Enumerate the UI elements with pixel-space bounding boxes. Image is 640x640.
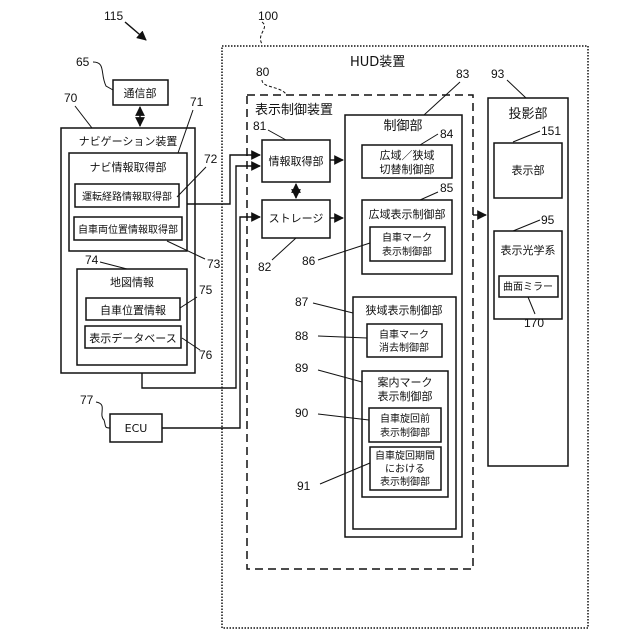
- vehicle-position-acquisition-label: 自車両位置情報取得部: [78, 223, 178, 236]
- route-info-acquisition-label: 運転経路情報取得部: [82, 190, 172, 203]
- ref-81-leader: [268, 130, 286, 140]
- ref-65: 65: [76, 55, 90, 69]
- ref-76: 76: [199, 348, 213, 362]
- ref-93-leader: [507, 80, 526, 98]
- switch-control-line1: 広域／狭域: [380, 149, 435, 162]
- own-mark-erase-line2: 消去制御部: [379, 341, 429, 354]
- narrow-display-control-label: 狭域表示制御部: [366, 303, 443, 317]
- ref-151: 151: [541, 124, 561, 138]
- ref-82: 82: [258, 260, 272, 274]
- display-control-device-label: 表示制御装置: [255, 103, 333, 118]
- storage-label: ストレージ: [269, 212, 324, 225]
- ref-73: 73: [207, 257, 221, 271]
- figure-pointer-arrow: [125, 22, 146, 40]
- ref-95: 95: [541, 213, 555, 227]
- ref-84: 84: [440, 127, 454, 141]
- switch-control-line2: 切替制御部: [380, 162, 435, 176]
- ref-89: 89: [295, 361, 309, 375]
- ref-72: 72: [204, 152, 218, 166]
- ref-71: 71: [190, 95, 204, 109]
- ref-77-leader: [96, 402, 110, 428]
- ref-70-leader: [75, 106, 92, 128]
- guide-mark-display-line2: 表示制御部: [378, 389, 433, 403]
- hud-device-label: HUD装置: [350, 55, 405, 70]
- during-turn-line2: における: [385, 463, 425, 475]
- ref-93: 93: [491, 67, 505, 81]
- info-acquisition-label: 情報取得部: [269, 154, 324, 168]
- guide-mark-display-line1: 案内マーク: [378, 375, 433, 389]
- during-turn-line3: 表示制御部: [380, 475, 430, 488]
- ref-80: 80: [256, 65, 270, 79]
- own-mark-display-line1: 自車マーク: [382, 231, 432, 244]
- ref-82-leader: [272, 238, 296, 260]
- ref-74: 74: [85, 253, 99, 267]
- communication-unit-label: 通信部: [124, 86, 157, 100]
- ref-86: 86: [302, 254, 316, 268]
- ref-65-leader: [93, 62, 113, 90]
- display-unit-label: 表示部: [512, 163, 545, 177]
- during-turn-line1: 自車旋回期間: [375, 449, 435, 462]
- ref-88: 88: [295, 329, 309, 343]
- ref-100: 100: [258, 9, 278, 23]
- ref-77: 77: [80, 393, 94, 407]
- ref-100-leader: [260, 22, 264, 44]
- own-mark-erase-line1: 自車マーク: [379, 328, 429, 341]
- ref-83-leader: [424, 82, 460, 115]
- curved-mirror-label: 曲面ミラー: [503, 281, 553, 293]
- display-database-label: 表示データベース: [89, 331, 176, 345]
- ref-80-leader: [262, 80, 286, 94]
- ref-75: 75: [199, 283, 213, 297]
- nav-info-acquisition-label: ナビ情報取得部: [90, 160, 167, 174]
- ref-90: 90: [295, 406, 309, 420]
- ref-115: 115: [104, 9, 123, 23]
- before-turn-line2: 表示制御部: [380, 426, 430, 439]
- ref-70: 70: [64, 91, 78, 105]
- control-unit-label: 制御部: [383, 119, 422, 134]
- own-mark-display-line2: 表示制御部: [382, 245, 432, 258]
- wide-display-control-label: 広域表示制御部: [369, 207, 446, 221]
- map-info-label: 地図情報: [110, 276, 154, 289]
- ecu-label: ECU: [125, 422, 148, 435]
- own-position-info-label: 自車位置情報: [100, 303, 166, 317]
- ref-81: 81: [253, 119, 267, 133]
- ref-170: 170: [524, 316, 544, 330]
- navigation-device-label: ナビゲーション装置: [79, 135, 178, 148]
- optical-system-label: 表示光学系: [501, 243, 556, 257]
- ref-87: 87: [295, 295, 309, 309]
- nav-to-info-acquisition-connector: [187, 155, 260, 204]
- before-turn-line1: 自車旋回前: [380, 412, 430, 425]
- ref-85: 85: [440, 181, 454, 195]
- ref-91: 91: [297, 479, 311, 493]
- ref-83: 83: [456, 67, 470, 81]
- projection-unit-label: 投影部: [508, 106, 547, 122]
